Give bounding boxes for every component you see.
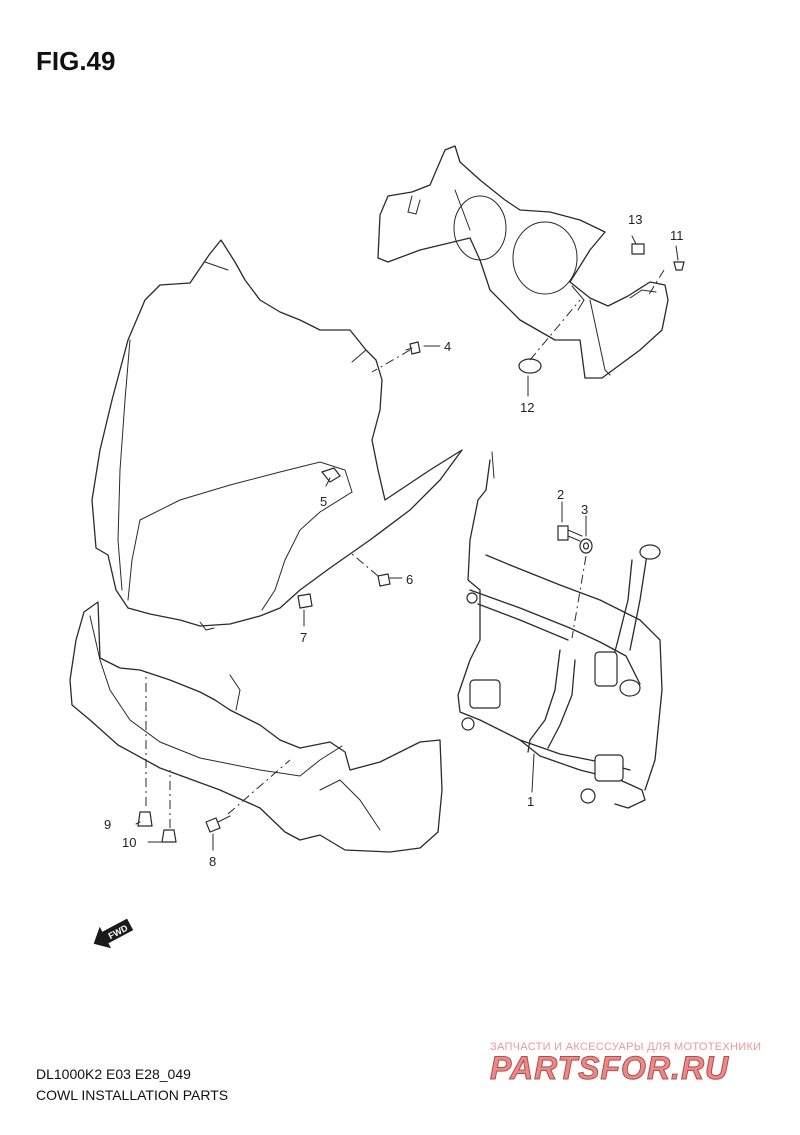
cowl-bracket-frame (457, 451, 663, 809)
watermark-logo: PARTSFOR.RU (489, 1050, 730, 1087)
bolt-2 (557, 525, 569, 541)
screw-8 (205, 817, 221, 833)
callout-11: 11 (670, 228, 684, 243)
callout-4: 4 (444, 339, 451, 354)
callout-5: 5 (320, 494, 327, 509)
figure-title: FIG.49 (36, 46, 116, 76)
figure-caption: COWL INSTALLATION PARTS (36, 1087, 229, 1103)
watermark-tagline: ЗАПЧАСТИ И АКСЕССУАРЫ ДЛЯ МОТОТЕХНИКИ (490, 1041, 762, 1053)
nut-10 (161, 829, 177, 843)
callout-labels: 1 2 3 4 5 6 7 8 9 10 11 12 13 (104, 212, 684, 869)
callout-6: 6 (406, 572, 413, 587)
inner-cowl-panel (377, 145, 669, 379)
callout-13: 13 (628, 212, 642, 227)
hardware-parts (137, 243, 685, 843)
callout-10: 10 (122, 835, 136, 850)
bolt-13 (631, 243, 645, 255)
screw-11 (673, 261, 685, 271)
grommet-12 (518, 358, 542, 374)
callout-8: 8 (209, 854, 216, 869)
model-code: DL1000K2 E03 E28_049 (36, 1066, 191, 1082)
lower-cowl (69, 601, 443, 853)
callout-12: 12 (520, 400, 534, 415)
windscreen-cowl (91, 239, 463, 631)
screw-4 (409, 341, 421, 355)
rivet-9 (137, 811, 153, 827)
nut-7 (297, 593, 313, 609)
callout-2: 2 (557, 487, 564, 502)
callout-3: 3 (581, 502, 588, 517)
screw-6 (377, 573, 391, 587)
callout-9: 9 (104, 817, 111, 832)
callout-1: 1 (527, 794, 534, 809)
callout-7: 7 (300, 630, 307, 645)
leader-lines (135, 235, 679, 851)
fwd-arrow-icon: FWD (93, 918, 134, 949)
clip-nut-5 (320, 467, 341, 483)
